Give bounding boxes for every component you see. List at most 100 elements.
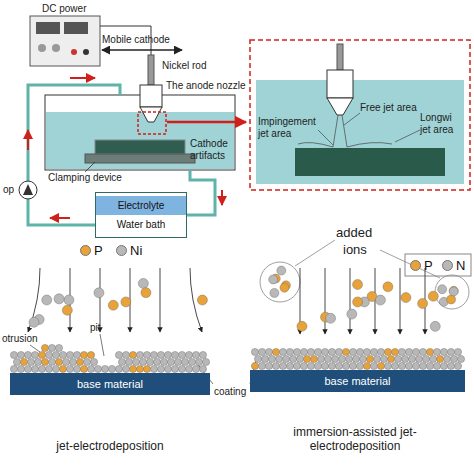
particle	[447, 362, 454, 369]
particle	[54, 294, 64, 304]
particle	[383, 282, 393, 292]
particle	[419, 362, 426, 369]
particle	[258, 362, 265, 369]
particle	[171, 365, 178, 372]
particle	[405, 348, 412, 355]
particle	[342, 348, 349, 355]
label: otrusion	[2, 333, 38, 345]
particle	[129, 351, 136, 358]
particle	[391, 348, 398, 355]
particle	[321, 348, 328, 355]
particle	[199, 365, 206, 372]
particle	[433, 348, 440, 355]
particle	[359, 355, 366, 362]
illustration-part	[327, 98, 353, 115]
particle	[317, 355, 324, 362]
illustration-part	[344, 113, 360, 125]
particle	[279, 348, 286, 355]
label: DC power	[42, 3, 86, 15]
particle	[328, 348, 335, 355]
particle	[73, 365, 80, 372]
node-text: base material	[10, 376, 210, 392]
particle	[377, 362, 384, 369]
particle	[293, 348, 300, 355]
particle	[269, 275, 278, 284]
particle	[338, 355, 345, 362]
particle	[282, 355, 289, 362]
legend-text: P	[424, 258, 433, 273]
illustration-part	[28, 268, 425, 334]
particle	[418, 299, 428, 309]
illustration-part	[405, 254, 471, 276]
label: Nickel rod	[162, 60, 206, 72]
label: Longwi jet area	[420, 112, 462, 135]
particle	[265, 362, 272, 369]
particle	[440, 348, 447, 355]
illustration-part	[85, 162, 95, 172]
illustration-part	[260, 262, 300, 302]
label: Cathode artifacts	[190, 138, 234, 161]
particle	[157, 351, 164, 358]
illustration-part	[350, 268, 351, 334]
particle	[132, 358, 139, 365]
particle	[150, 365, 157, 372]
particle	[268, 355, 275, 362]
particle	[347, 309, 357, 319]
particle	[384, 348, 391, 355]
particle	[370, 348, 377, 355]
particle	[349, 362, 356, 369]
particle	[310, 355, 317, 362]
illustration-part	[23, 184, 33, 195]
illustration-part	[250, 40, 470, 190]
particle	[125, 358, 132, 365]
base-material-bar: base material	[250, 370, 465, 392]
particle	[80, 365, 87, 372]
particle	[303, 355, 310, 362]
particle	[171, 351, 178, 358]
label: added	[336, 226, 372, 241]
particle	[153, 358, 160, 365]
particle	[307, 362, 314, 369]
illustration-part	[140, 85, 162, 107]
particle	[401, 293, 411, 303]
node-text: Electrolyte	[96, 196, 186, 215]
particle	[265, 348, 272, 355]
illustration-part	[71, 49, 77, 55]
particle	[90, 358, 97, 365]
particle	[356, 362, 363, 369]
particle	[29, 317, 39, 327]
particle	[331, 355, 338, 362]
node-text: base material	[250, 373, 465, 389]
particle	[164, 365, 171, 372]
label: Free jet area	[360, 102, 417, 114]
particle	[438, 285, 447, 294]
illustration-part	[327, 70, 353, 98]
particle	[185, 351, 192, 358]
particle	[38, 365, 45, 372]
particle	[328, 362, 335, 369]
illustration-part	[318, 130, 333, 145]
particle	[251, 362, 258, 369]
illustration-part	[50, 217, 70, 219]
legend-item: P	[80, 243, 103, 258]
particle	[286, 362, 293, 369]
legend-swatch	[116, 245, 127, 256]
illustration-part	[138, 112, 166, 134]
particle	[62, 305, 72, 315]
legend-item: Ni	[116, 243, 142, 258]
particle	[66, 351, 73, 358]
illustration-part	[102, 49, 182, 51]
particle	[20, 358, 27, 365]
illustration-part	[380, 250, 440, 278]
particle	[272, 362, 279, 369]
particle	[157, 365, 164, 372]
particle	[375, 295, 385, 305]
particle	[300, 348, 307, 355]
particle	[24, 365, 31, 372]
particle	[34, 358, 41, 365]
particle	[48, 358, 55, 365]
legend-text: P	[94, 243, 103, 258]
illustration-part	[64, 22, 88, 34]
particle	[387, 355, 394, 362]
